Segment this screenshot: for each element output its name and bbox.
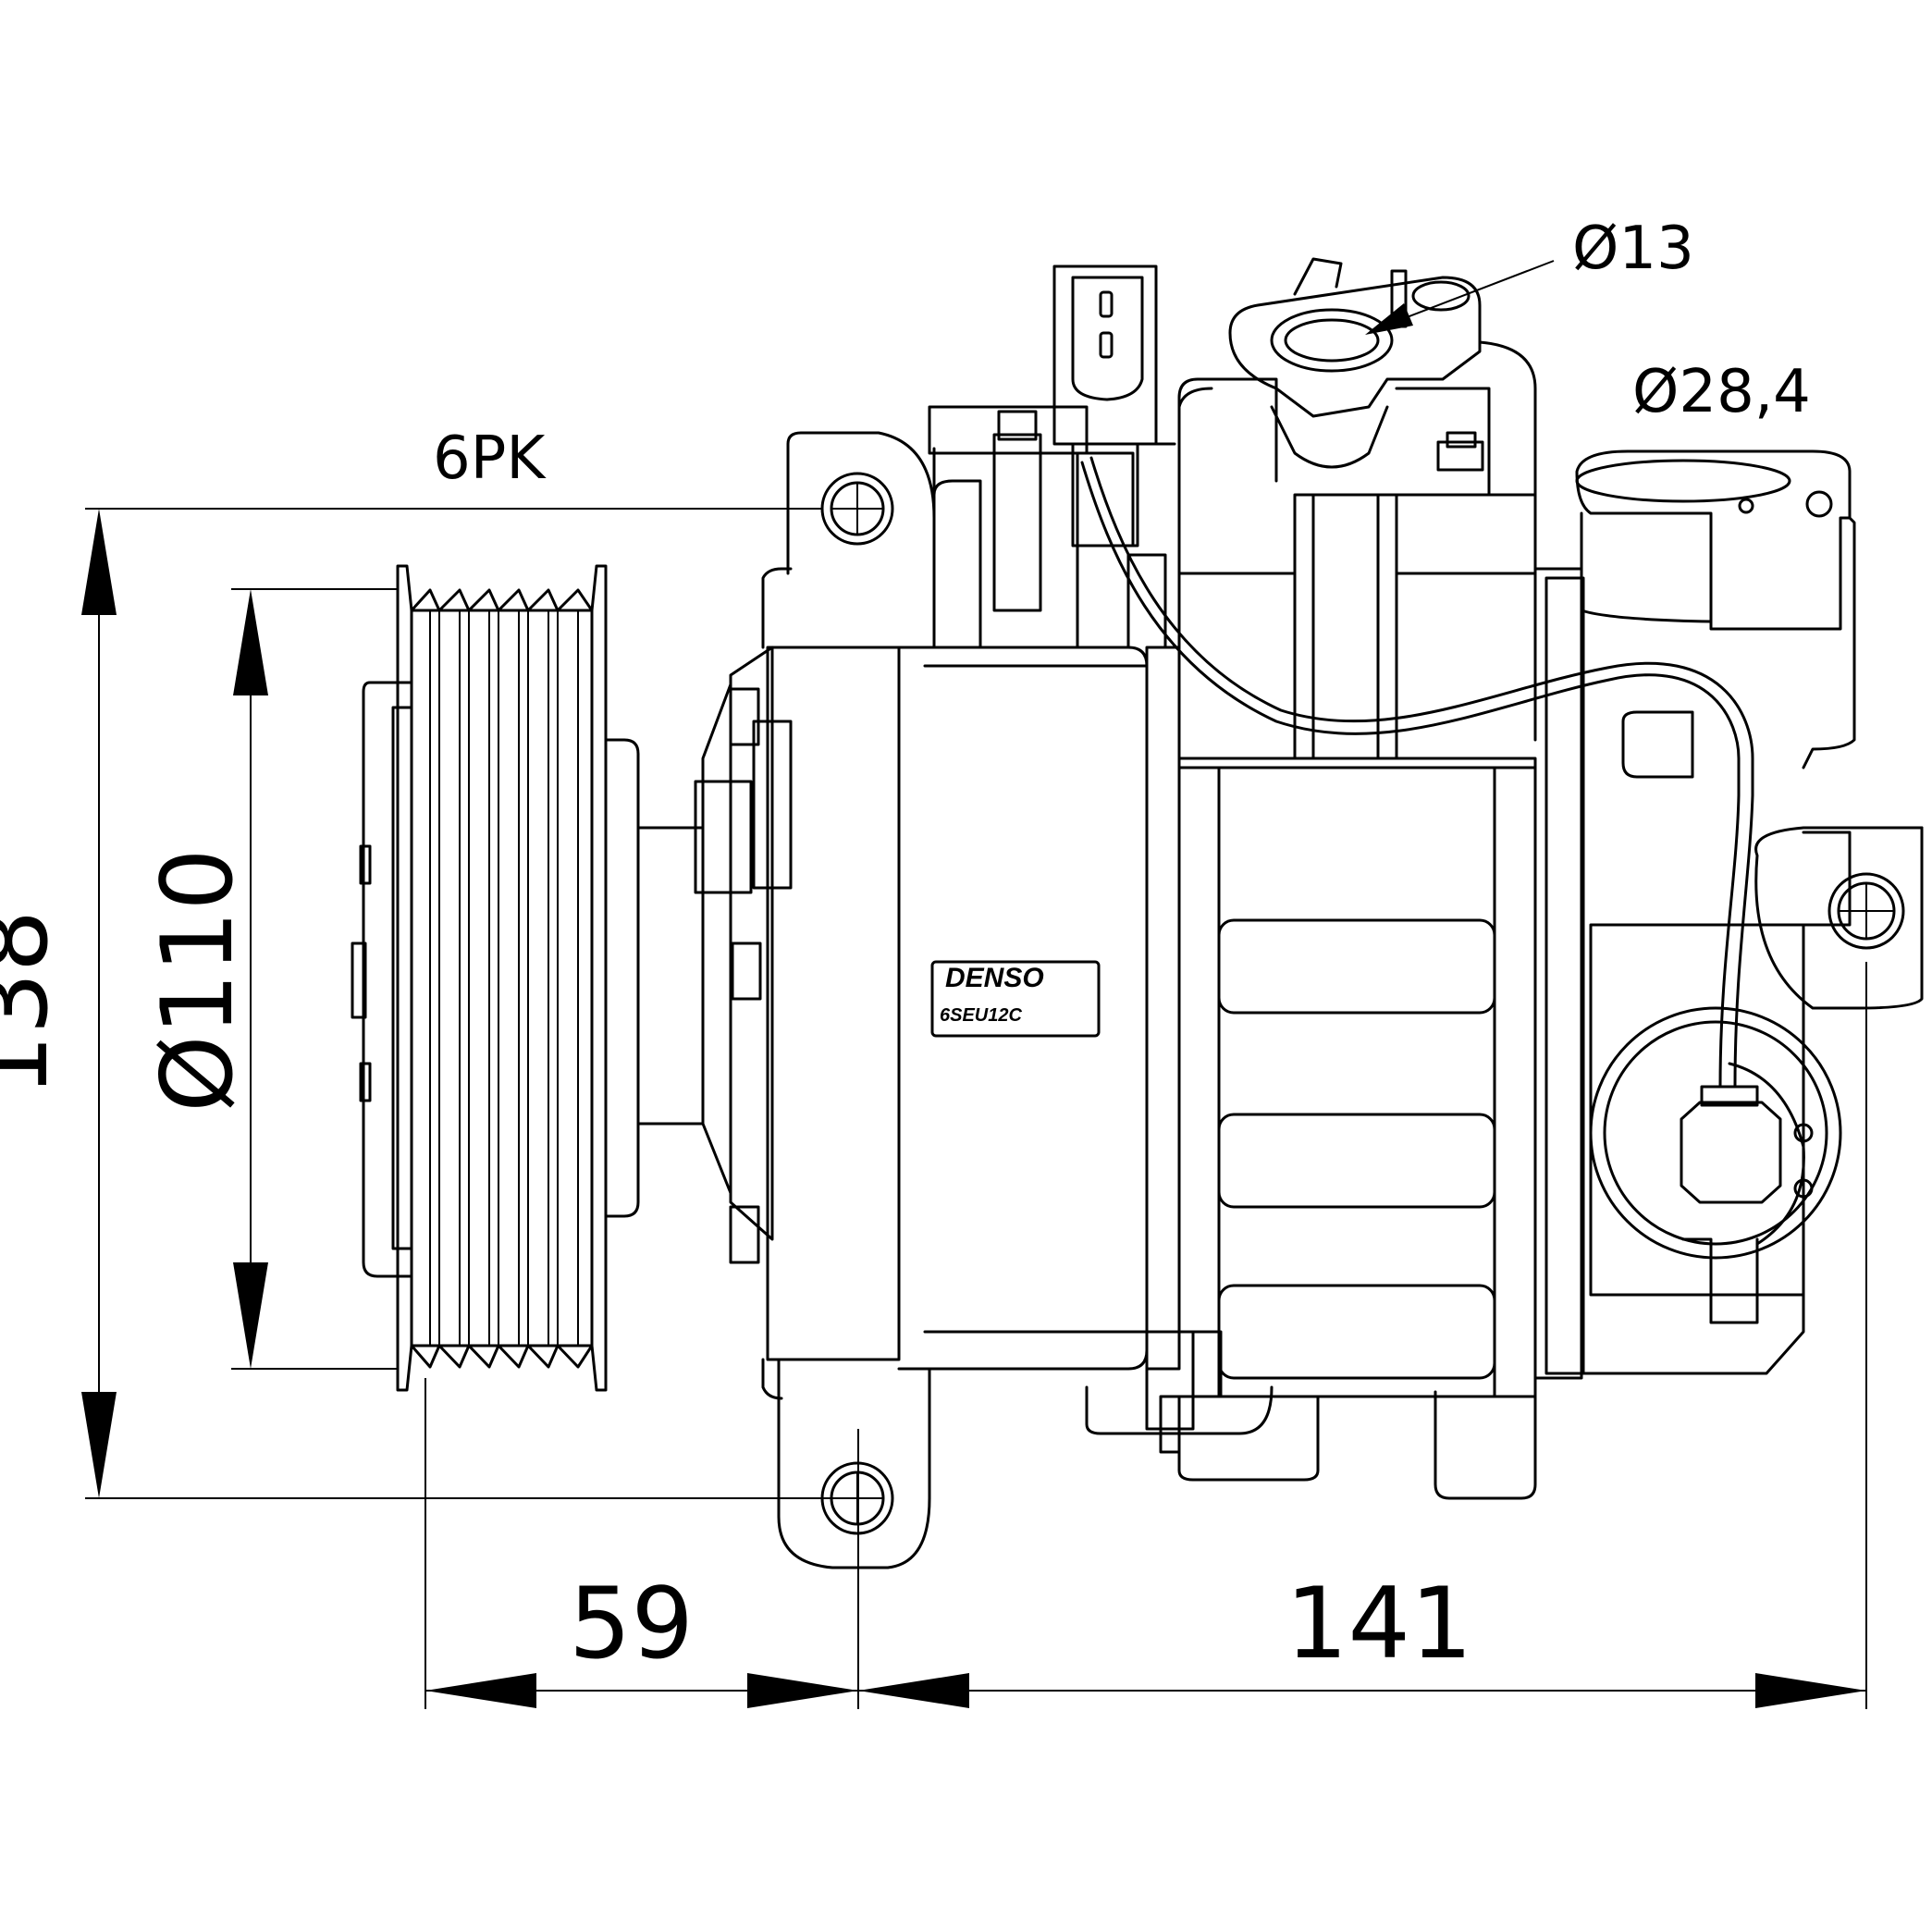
pulley-diameter-label: Ø110 <box>141 848 254 1113</box>
belt-profile-label: 6PK <box>433 425 547 493</box>
height-dimension-label: 138 <box>0 910 69 1097</box>
arrow-59-left <box>425 1673 536 1708</box>
mount-ear-rear <box>1754 826 1924 1010</box>
arrow-138-bottom <box>81 1392 117 1498</box>
pulley-rib-lines <box>429 610 579 1346</box>
mount-ear-bottom <box>777 1358 931 1569</box>
nameplate: DENSO 6SEU12C <box>930 960 1101 1038</box>
arrow-138-top <box>81 509 117 615</box>
port-fitting-small <box>1228 276 1482 418</box>
nameplate-model: 6SEU12C <box>940 1005 1022 1026</box>
port-small-label: Ø13 <box>1572 215 1694 283</box>
arrow-141-left <box>858 1673 969 1708</box>
arrow-59-right <box>747 1673 858 1708</box>
pulley-grooves-bottom <box>410 1344 594 1369</box>
arrow-110-bottom <box>233 1262 268 1369</box>
port-fitting-large <box>1575 449 1852 631</box>
top-fittings <box>928 257 1537 760</box>
control-valve <box>1589 1006 1842 1260</box>
front-housing <box>694 431 1149 1569</box>
arrow-110-top <box>233 589 268 695</box>
offset-dimension-label: 59 <box>569 1567 694 1680</box>
length-dimension-label: 141 <box>1286 1567 1472 1680</box>
pulley <box>351 564 705 1392</box>
sensor-wire <box>1080 456 1754 1089</box>
pulley-grooves-top <box>410 588 594 612</box>
valve-octagon <box>1680 1101 1782 1204</box>
compressor-body <box>1085 646 1537 1500</box>
rear-housing <box>1533 449 1924 1380</box>
port-large-label: Ø28,4 <box>1632 358 1811 426</box>
arrow-141-right <box>1755 1673 1866 1708</box>
mount-ear-top <box>786 431 936 649</box>
nameplate-brand: DENSO <box>945 963 1044 993</box>
